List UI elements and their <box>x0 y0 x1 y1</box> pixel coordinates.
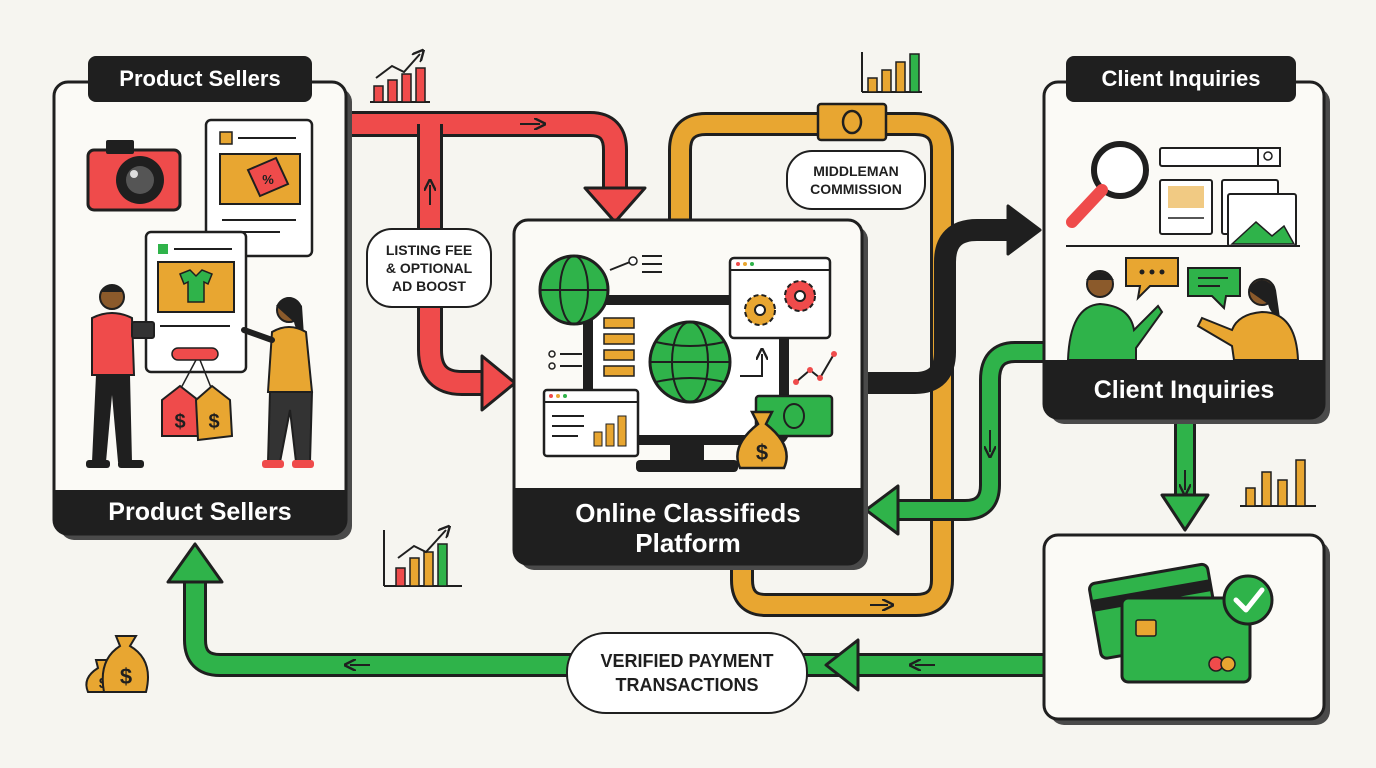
client-inquiries-footer: Client Inquiries <box>1093 376 1275 404</box>
credit-card-check-icon <box>1088 562 1274 684</box>
commission-line2: COMMISSION <box>810 181 902 197</box>
globe-small-icon <box>538 254 662 326</box>
red-flow-arrow-top <box>345 111 647 224</box>
bar-chart-icon <box>370 54 430 103</box>
product-sellers-tab: Product Sellers <box>88 56 312 102</box>
listing-fee-label: LISTING FEE & OPTIONAL AD BOOST <box>366 228 492 308</box>
chat-bubble-icon <box>1125 257 1241 311</box>
price-tag-icon: % <box>246 156 290 198</box>
product-card-icon <box>144 230 248 374</box>
verified-payments-label: VERIFIED PAYMENT TRANSACTIONS <box>566 632 808 714</box>
trend-line-icon <box>740 351 837 385</box>
globe-icon <box>648 320 732 404</box>
seller-person-icon <box>86 284 155 468</box>
listing-fee-line1: LISTING FEE <box>385 242 473 258</box>
svg-text:$: $ <box>174 411 185 433</box>
commission-line1: MIDDLEMAN <box>813 163 899 179</box>
gears-icon <box>728 256 832 340</box>
red-flow-arrow-side <box>417 124 517 412</box>
dollar-tags-icon: $ $ <box>161 359 234 442</box>
green-down-arrow <box>1160 420 1210 532</box>
buyer-person-icon <box>241 297 314 468</box>
bar-chart-icon <box>861 52 922 93</box>
black-flow-arrow <box>862 204 1042 394</box>
client-people-icon <box>1066 270 1300 361</box>
magnifier-icon <box>1066 141 1149 228</box>
money-bag-icon: $ <box>736 394 834 470</box>
listing-fee-line3: AD BOOST <box>392 278 466 294</box>
search-bar-icon <box>1066 147 1300 247</box>
svg-text:$: $ <box>208 411 219 433</box>
bar-chart-icon <box>383 530 462 587</box>
payments-line1: VERIFIED PAYMENT <box>600 651 774 671</box>
platform-footer-line2: Platform <box>635 528 741 558</box>
client-inquiries-node <box>1042 80 1330 424</box>
listing-fee-line2: & OPTIONAL <box>385 260 473 276</box>
svg-text:$: $ <box>120 664 132 689</box>
mini-list-icon <box>548 350 582 370</box>
svg-text:%: % <box>262 172 274 187</box>
camera-icon <box>86 140 182 212</box>
money-bags-icon: $ $ <box>85 635 149 693</box>
svg-text:$: $ <box>756 440 768 465</box>
green-payment-arrow <box>166 542 1045 692</box>
commission-label: MIDDLEMAN COMMISSION <box>786 150 926 210</box>
green-return-arrow <box>864 341 1045 536</box>
dashboard-window-icon <box>542 388 640 458</box>
product-sellers-footer: Product Sellers <box>108 498 292 526</box>
bar-chart-icon <box>1240 459 1316 507</box>
payments-line2: TRANSACTIONS <box>615 675 759 695</box>
platform-footer-line1: Online Classifieds <box>575 498 801 528</box>
cash-note-icon <box>816 102 888 142</box>
client-inquiries-tab: Client Inquiries <box>1066 56 1296 102</box>
